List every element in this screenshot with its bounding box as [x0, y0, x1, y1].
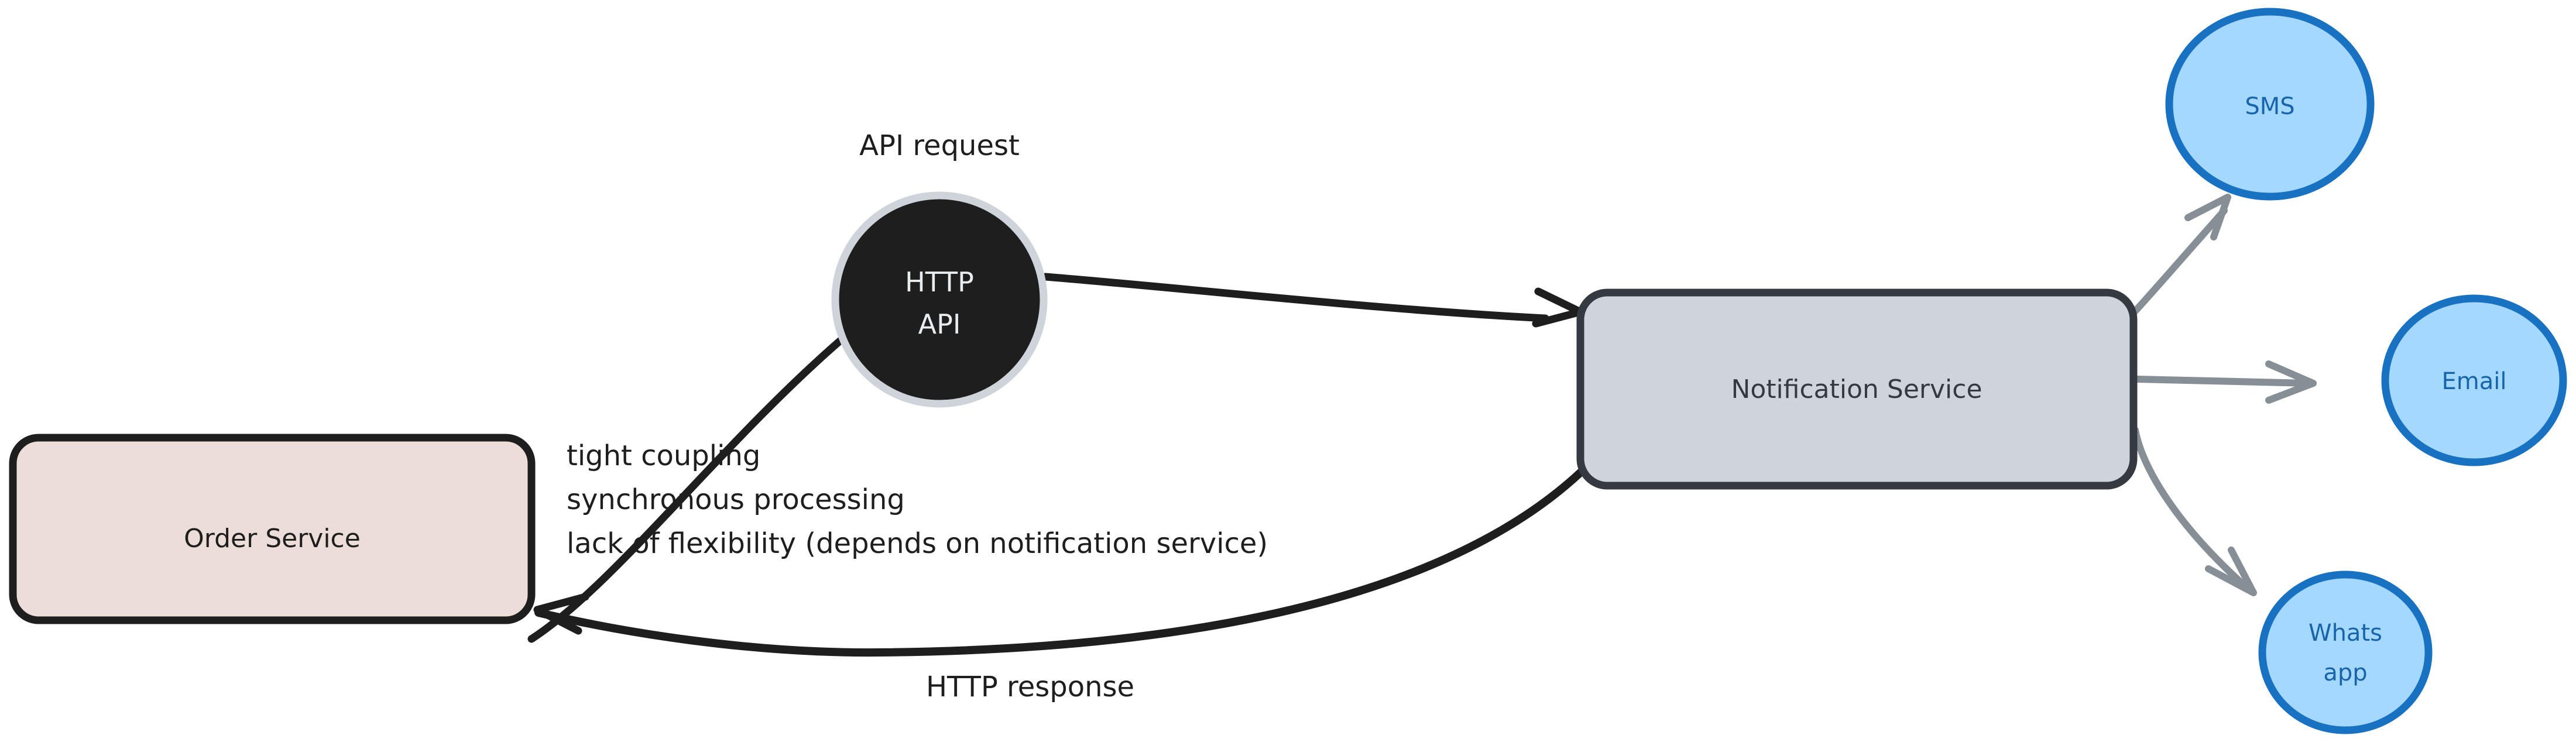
email-label: Email [2442, 368, 2507, 395]
edge-label-http-response: HTTP response [926, 671, 1134, 703]
edge-api-to-notification-path [1041, 273, 1549, 322]
whatsapp-label-line1: Whats [2309, 620, 2382, 647]
node-whatsapp[interactable]: Whats app [2258, 571, 2433, 734]
whatsapp-label-line2: app [2323, 659, 2367, 686]
order-service-shape [9, 434, 536, 624]
annotation-line-2: synchronous processing [567, 483, 905, 516]
http-api-label-line2: API [918, 308, 961, 340]
node-order-service[interactable]: Order Service [9, 434, 536, 624]
sms-shape [2165, 8, 2375, 201]
edge-api-request-path [527, 335, 846, 643]
edge-to-email[interactable] [2134, 360, 2317, 404]
arrowhead-icon [2265, 360, 2317, 404]
node-http-api[interactable]: HTTP API [831, 191, 1048, 408]
arrowhead-icon [2184, 194, 2231, 240]
edge-api-request[interactable] [527, 335, 846, 643]
node-email[interactable]: Email [2381, 294, 2567, 466]
edge-label-api-request: API request [859, 129, 1020, 162]
node-notification-service[interactable]: Notification Service [1576, 288, 2138, 490]
edge-to-whatsapp[interactable] [2132, 427, 2257, 596]
edge-to-whatsapp-path [2132, 427, 2254, 595]
edge-http-response[interactable] [533, 464, 1589, 657]
whatsapp-shape [2258, 571, 2433, 734]
sms-label: SMS [2245, 93, 2294, 120]
edge-to-sms-path [2127, 207, 2228, 319]
edge-http-response-path [534, 464, 1589, 657]
node-sms[interactable]: SMS [2165, 8, 2375, 201]
annotation-line-3: lack of flexibility (depends on notifica… [567, 527, 1268, 560]
edge-api-to-notification[interactable] [1041, 273, 1584, 328]
notification-service-shape [1576, 288, 2138, 490]
edge-to-sms[interactable] [2127, 194, 2231, 319]
notification-service-label: Notification Service [1731, 374, 1982, 404]
http-api-label-line1: HTTP [905, 266, 974, 298]
order-service-label: Order Service [184, 524, 361, 554]
arrowhead-icon [1532, 287, 1584, 328]
edge-to-email-path [2134, 376, 2313, 387]
annotation-line-1: tight coupling [567, 439, 760, 472]
email-shape [2381, 294, 2567, 466]
arrowhead-icon [533, 593, 589, 635]
arrowhead-icon [2205, 547, 2257, 596]
http-api-shape [831, 191, 1048, 408]
annotation-block: tight coupling synchronous processing la… [567, 439, 1268, 560]
